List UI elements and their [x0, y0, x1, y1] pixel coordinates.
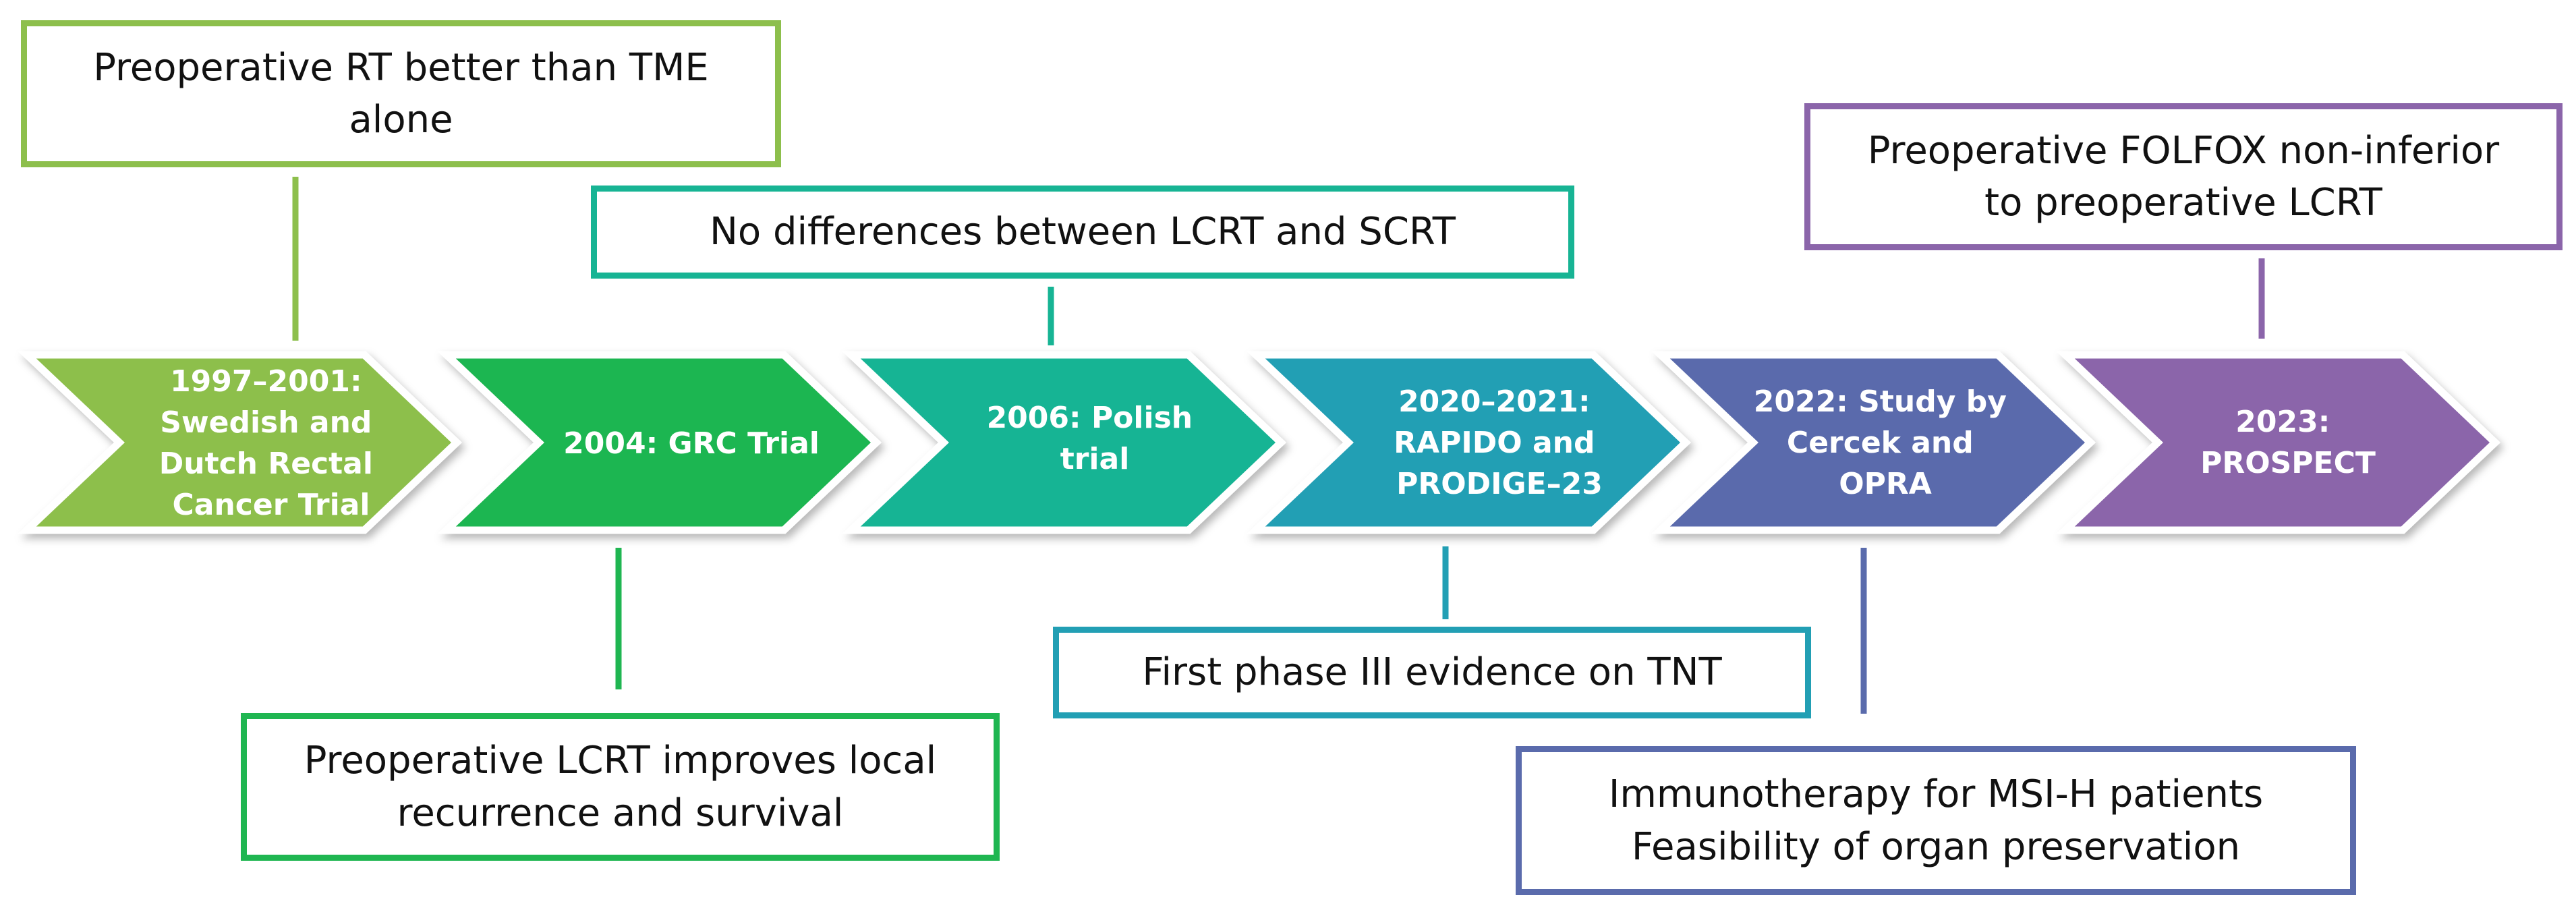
finding-text: Preoperative LCRT improves local [304, 739, 937, 783]
milestone-label-5: 2022: Study by Cercek and OPRA [1754, 385, 2017, 501]
finding-text: First phase III evidence on TNT [1142, 650, 1722, 695]
finding-text: No differences between LCRT and SCRT [710, 210, 1456, 254]
finding-text: Immunotherapy for MSI-H patients [1608, 772, 2264, 817]
milestone-label-1: 1997–2001: Swedish and Dutch Rectal Canc… [159, 364, 384, 522]
milestone-chevron-4 [1247, 351, 1691, 534]
finding-box-polish: No differences between LCRT and SCRT [591, 186, 1574, 279]
milestone-label-3: 2006: Polish trial [987, 401, 1203, 476]
finding-text: Preoperative RT better than TME [93, 45, 709, 90]
milestone-chevron-3 [842, 351, 1286, 534]
finding-box-swedish-dutch: Preoperative RT better than TME alone [21, 20, 781, 167]
finding-text: recurrence and survival [397, 791, 844, 835]
finding-box-cercek-opra: Immunotherapy for MSI-H patients Feasibi… [1516, 746, 2356, 895]
milestone-label-4: 2020–2021: RAPIDO and PRODIGE–23 [1394, 385, 1605, 501]
finding-box-rapido-prodige: First phase III evidence on TNT [1053, 627, 1811, 718]
timeline-chevrons [18, 351, 2500, 534]
milestone-label-6: 2023: PROSPECT [2200, 405, 2376, 480]
finding-text: alone [349, 98, 453, 142]
finding-box-grc: Preoperative LCRT improves local recurre… [241, 713, 1000, 861]
finding-text: Feasibility of organ preservation [1631, 824, 2241, 869]
finding-box-prospect: Preoperative FOLFOX non-inferior to preo… [1804, 103, 2563, 250]
finding-text: to preoperative LCRT [1984, 181, 2382, 225]
milestone-chevron-5 [1651, 351, 2096, 534]
milestone-label-2: 2004: GRC Trial [563, 426, 820, 461]
milestone-chevron-2 [437, 351, 882, 534]
milestone-chevron-6 [2056, 351, 2500, 534]
finding-text: Preoperative FOLFOX non-inferior [1867, 128, 2500, 173]
milestone-chevron-1 [18, 351, 462, 534]
